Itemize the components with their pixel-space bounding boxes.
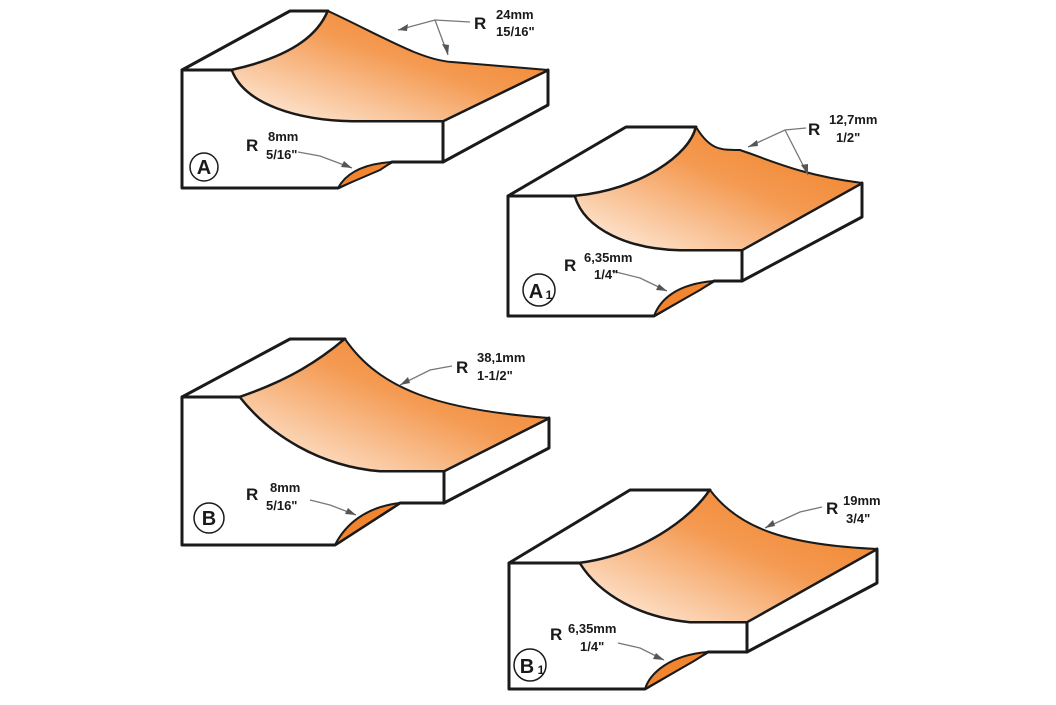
profile-b1-small-arrow (653, 653, 664, 660)
profile-b1-orange-surface (579, 489, 878, 623)
profile-b1-badge-letter: B (520, 656, 534, 678)
profile-a1: R 12,7mm 1/2" R 6,35mm 1/4" A 1 (506, 112, 877, 318)
profile-a-small-arrow (341, 161, 352, 168)
profile-a-small-mm: 8mm (268, 129, 298, 144)
profile-a1-large-r: R (808, 120, 820, 139)
profile-a-small-cove (337, 161, 393, 189)
profile-a-small-leader (297, 151, 353, 169)
profile-a1-badge-subscript: 1 (546, 288, 553, 302)
profile-b1-small-inch: 1/4" (580, 639, 604, 654)
profile-b1-large-r: R (826, 499, 838, 518)
profile-a-small-inch: 5/16" (266, 147, 297, 162)
profile-b-small-r: R (246, 485, 258, 504)
profile-a: R 24mm 15/16" R 8mm 5/16" A (180, 7, 550, 190)
profile-a1-small-inch: 1/4" (594, 267, 618, 282)
profile-a1-large-inch: 1/2" (836, 130, 860, 145)
profile-b-small-arrow (345, 508, 356, 515)
profile-b1-large-leader (764, 506, 823, 529)
profile-a1-badge (522, 273, 556, 307)
profile-b1: R 19mm 3/4" R 6,35mm 1/4" B 1 (507, 488, 881, 691)
profile-a1-orange-surface (574, 126, 863, 251)
profile-b-small-cove (334, 502, 401, 546)
profile-b-small-mm: 8mm (270, 480, 300, 495)
profile-a-large-inch: 15/16" (496, 24, 535, 39)
profile-b-small-inch: 5/16" (266, 498, 297, 513)
profile-a-large-mm: 24mm (496, 7, 534, 22)
profile-b-large-r: R (456, 358, 468, 377)
profile-b-orange-surface (239, 338, 550, 472)
profile-b1-large-mm: 19mm (843, 493, 881, 508)
profile-b1-large-arrow (765, 520, 775, 528)
profile-b-badge-letter: B (202, 508, 216, 530)
profile-a-small-r: R (246, 136, 258, 155)
profile-b-large-leader (399, 365, 453, 386)
profile-a-large-arrow (398, 24, 449, 55)
profile-b1-small-mm: 6,35mm (568, 621, 616, 636)
profile-a1-small-arrow (656, 284, 667, 291)
profile-b1-badge (513, 648, 547, 682)
profile-b-large-inch: 1-1/2" (477, 368, 513, 383)
profile-a1-badge-letter: A (529, 281, 543, 303)
profile-a-badge-letter: A (197, 157, 211, 179)
profile-a1-large-mm: 12,7mm (829, 112, 877, 127)
profile-a-orange-surface (231, 10, 549, 122)
profile-a-large-r: R (474, 14, 486, 33)
profile-b-large-mm: 38,1mm (477, 350, 525, 365)
profile-b-badge (193, 502, 225, 534)
profile-b1-badge-subscript: 1 (538, 663, 545, 677)
profile-b1-small-cove (644, 651, 709, 690)
profile-a-badge (189, 152, 219, 182)
profile-a1-small-cove (653, 280, 715, 317)
profile-a1-small-r: R (564, 256, 576, 275)
profile-b1-small-r: R (550, 625, 562, 644)
profile-a1-large-arrow (748, 140, 808, 175)
profile-b: R 38,1mm 1-1/2" R 8mm 5/16" B (180, 337, 551, 547)
profile-a1-small-mm: 6,35mm (584, 250, 632, 265)
profile-b1-large-inch: 3/4" (846, 511, 870, 526)
profile-b-large-arrow (400, 377, 410, 385)
